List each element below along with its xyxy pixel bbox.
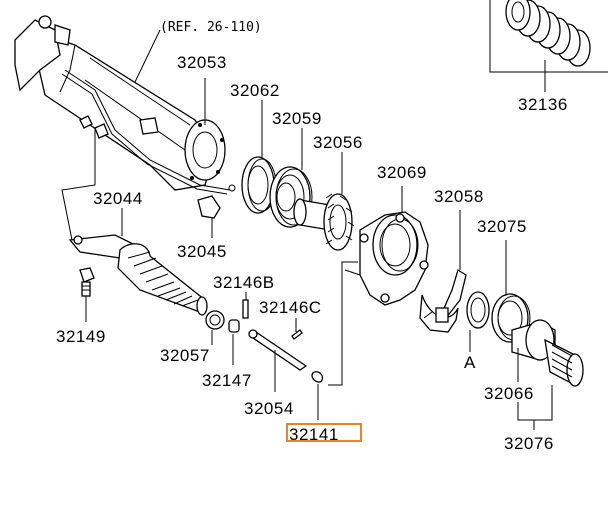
label-32058: 32058 [434,187,484,206]
label-32076: 32076 [504,434,554,453]
bushing-32057 [205,310,225,330]
retainer-housing-32069 [344,211,429,306]
pin-32146b [242,299,249,319]
label-32069: 32069 [377,163,427,182]
label-32147: 32147 [202,371,252,390]
label-32053: 32053 [177,53,227,72]
label-32146c: 32146C [259,298,322,317]
label-32062: 32062 [230,81,280,100]
shift-rod-32054 [248,329,308,371]
label-32141[interactable]: 32141 [289,425,339,444]
spring-washer-stack [505,0,591,67]
axle-housing-32053 [14,15,236,219]
snap-ring-32141 [311,371,324,383]
inset-box-32136: 32136 [489,0,608,114]
reference-label: (REF. 26-110) [160,20,262,35]
coupling-shaft-32076 [511,319,584,387]
label-32054: 32054 [244,399,294,418]
oil-seal-32062 [241,156,277,214]
pin-32146c [291,329,303,340]
label-32066: 32066 [484,384,534,403]
label-32044: 32044 [93,189,143,208]
snap-ring-marker-a [466,291,490,329]
label-32146b: 32146B [213,273,275,292]
bolt-32149 [79,267,95,297]
marker-a: A [464,353,476,372]
boot-32044 [68,234,208,316]
label-32059: 32059 [272,109,322,128]
label-32045: 32045 [177,242,227,261]
shift-fork-32058 [419,268,467,333]
collar-32147 [228,319,240,333]
pinion-gear-32056 [293,193,355,251]
label-32149: 32149 [56,327,106,346]
highlight-box-32141[interactable] [286,423,362,442]
label-32057: 32057 [160,346,210,365]
label-32056: 32056 [313,133,363,152]
label-32075: 32075 [477,217,527,236]
label-32136: 32136 [518,95,568,114]
